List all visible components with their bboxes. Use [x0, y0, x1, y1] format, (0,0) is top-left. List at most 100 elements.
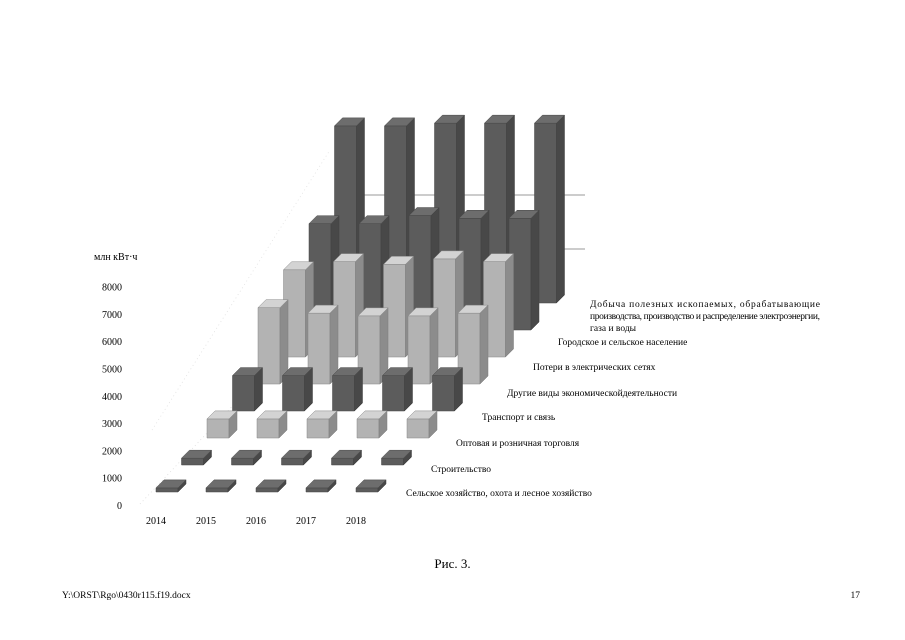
bar-top-face: [308, 215, 340, 224]
bar: [381, 366, 414, 412]
bar-top-face: [380, 449, 413, 459]
bar: [231, 366, 264, 412]
series-label: Транспорт и связь: [482, 413, 556, 423]
bar-front-face: [382, 375, 405, 412]
bar: [155, 479, 187, 493]
y-axis-label: млн кВт·ч: [94, 252, 137, 263]
series-row: [155, 479, 387, 493]
bar-front-face: [332, 375, 355, 412]
bar-front-face: [155, 487, 179, 493]
bar: [280, 449, 313, 466]
bar-top-face: [457, 304, 489, 314]
y-tick-label: 5000: [102, 365, 122, 376]
floor-guide-line: [139, 274, 358, 505]
series-row: [282, 250, 515, 358]
bar: [355, 479, 387, 493]
series-label: Оптовая и розничная торговля: [456, 439, 580, 449]
bar: [331, 366, 364, 412]
bar: [457, 304, 489, 385]
bar-front-face: [206, 418, 230, 439]
bar-top-face: [333, 117, 366, 127]
bar: [407, 307, 439, 385]
bar: [307, 304, 339, 385]
bar-top-face: [533, 114, 566, 124]
bar-front-face: [305, 487, 329, 493]
bar-front-face: [232, 375, 255, 412]
series-label: Другие виды экономическойдеятельности: [507, 388, 677, 399]
y-tick-label: 8000: [102, 283, 122, 294]
bar-front-face: [256, 418, 280, 439]
bar: [431, 366, 464, 412]
bar: [305, 479, 337, 493]
bar-top-face: [383, 117, 416, 127]
bar: [356, 410, 388, 439]
bar: [306, 410, 338, 439]
series-label-line: производства, производство и распределен…: [590, 312, 820, 322]
bar-top-face: [356, 410, 388, 420]
bar: [180, 449, 213, 466]
bar-front-face: [205, 487, 229, 493]
bar-top-face: [433, 114, 466, 124]
bar-top-face: [431, 367, 464, 376]
x-category-label: 2018: [346, 516, 366, 527]
bar-side-face: [505, 253, 514, 358]
x-category-label: 2015: [196, 516, 216, 527]
y-tick-label: 2000: [102, 446, 122, 457]
bar-front-face: [381, 457, 404, 466]
bar-top-face: [483, 114, 516, 124]
bar-top-face: [155, 479, 187, 489]
footer-page-number: 17: [850, 591, 861, 601]
series-row: [257, 299, 489, 385]
bar-top-face: [280, 449, 313, 459]
y-tick-label: 3000: [102, 419, 122, 430]
bar-top-face: [331, 367, 364, 376]
y-tick-label: 4000: [102, 392, 122, 403]
footer-file-path: Y:\ORST\Rgo\0430r115.f19.docx: [62, 591, 191, 601]
chart-labels: Сельское хозяйство, охота и лесное хозяй…: [406, 299, 820, 499]
series-label: Потери в электрических сетях: [533, 363, 656, 373]
y-tick-label: 1000: [102, 474, 122, 485]
bar-top-face: [482, 253, 515, 262]
series-label-line: газа и воды: [590, 324, 637, 334]
figure-caption: Рис. 3.: [434, 556, 471, 571]
series-row: [231, 366, 464, 412]
bar-side-face: [556, 114, 565, 304]
y-tick-label: 6000: [102, 337, 122, 348]
bar-top-face: [406, 410, 438, 420]
bar-top-face: [458, 210, 490, 219]
bar: [380, 449, 413, 466]
bar-top-face: [332, 253, 365, 262]
bar-front-face: [432, 375, 455, 412]
bar: [533, 114, 566, 304]
bar-top-face: [358, 215, 390, 224]
chart-bars: [155, 114, 566, 493]
x-category-label: 2014: [146, 516, 166, 527]
bar-front-face: [406, 418, 430, 439]
bar-side-face: [479, 304, 489, 385]
bar-top-face: [206, 410, 238, 420]
bar-top-face: [231, 367, 264, 376]
bar-top-face: [230, 449, 263, 459]
bar-front-face: [231, 457, 254, 466]
bar-top-face: [307, 304, 339, 314]
bar-front-face: [355, 487, 379, 493]
bar: [382, 255, 415, 358]
bar: [482, 253, 515, 358]
bar-top-face: [330, 449, 363, 459]
bar-front-face: [356, 418, 380, 439]
bar-top-face: [255, 479, 287, 489]
wall-guide-line: [151, 149, 331, 431]
bar: [332, 253, 365, 358]
y-tick-label: 0: [117, 501, 122, 512]
bar-front-face: [282, 375, 305, 412]
series-row: [206, 410, 438, 439]
bar: [330, 449, 363, 466]
series-row: [180, 449, 413, 466]
bar-top-face: [205, 479, 237, 489]
bar-top-face: [282, 261, 315, 271]
bar-top-face: [382, 256, 415, 265]
bar-front-face: [331, 457, 354, 466]
x-category-label: 2016: [246, 516, 266, 527]
bar: [206, 410, 238, 439]
